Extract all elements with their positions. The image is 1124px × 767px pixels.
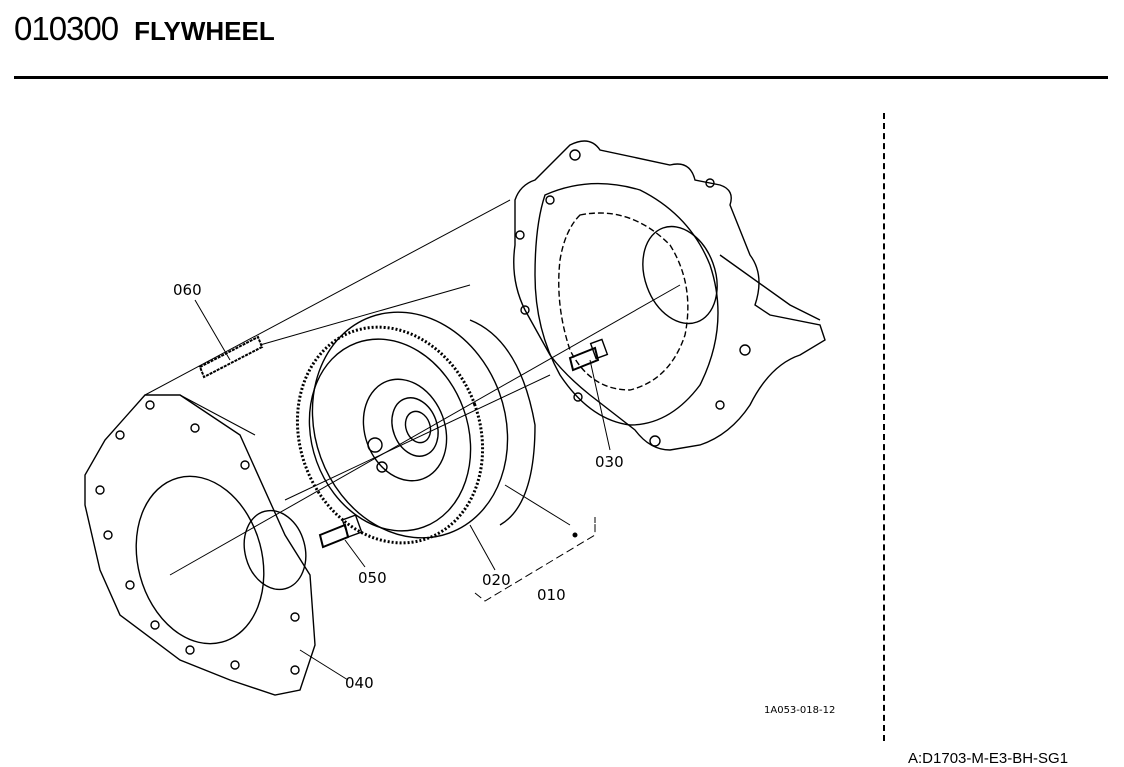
figure-id: 1A053-018-12 <box>764 705 835 716</box>
callout-020: 020 <box>482 571 511 589</box>
alignment-lines <box>144 199 681 576</box>
adapter-plate <box>84 394 316 696</box>
page-header: 010300 FLYWHEEL <box>14 10 275 54</box>
section-code: 010300 <box>14 10 119 47</box>
callout-060: 060 <box>173 281 202 299</box>
document-code: A:D1703-M-E3-BH-SG1 <box>908 750 1069 767</box>
callout-010: 010 <box>537 586 566 604</box>
callout-050: 050 <box>358 569 387 587</box>
bolt-030 <box>568 338 609 372</box>
flywheel-housing <box>513 140 826 451</box>
stud <box>198 335 264 379</box>
leader-lines <box>194 299 611 681</box>
exploded-parts-diagram: 060 030 020 010 050 040 1A053-018-12 <box>30 105 870 735</box>
callout-030: 030 <box>595 453 624 471</box>
callout-040: 040 <box>345 674 374 692</box>
bolt-050 <box>318 514 363 549</box>
column-divider <box>883 113 885 741</box>
flywheel <box>295 311 536 545</box>
header-rule <box>14 76 1108 79</box>
section-title: FLYWHEEL <box>134 16 275 46</box>
